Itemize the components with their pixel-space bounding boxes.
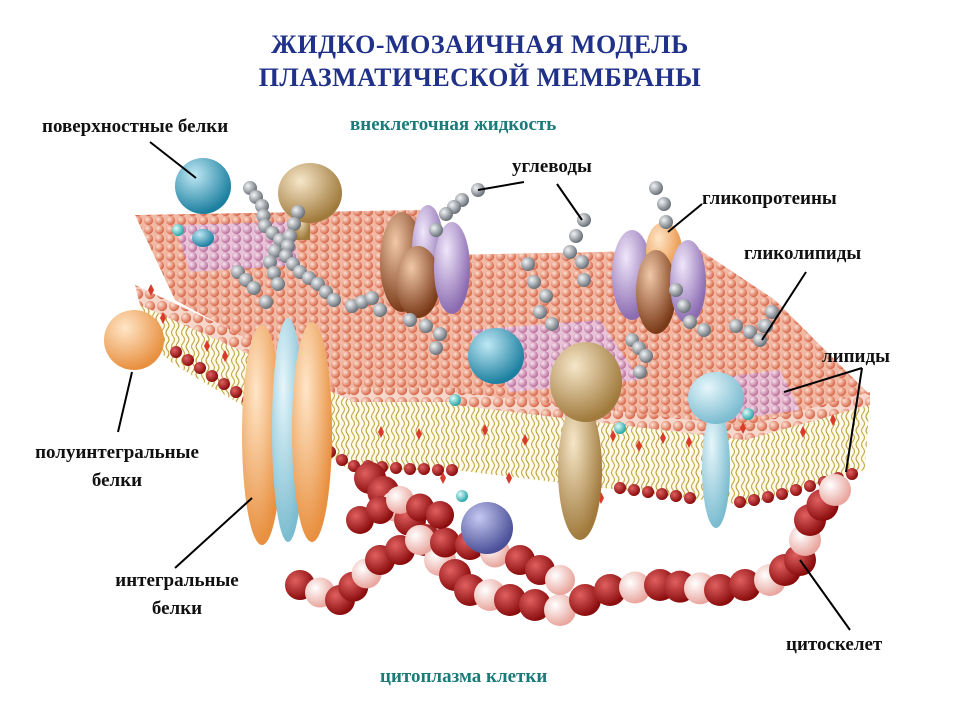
- cytoskeleton-bead: [544, 594, 576, 626]
- carbohydrate-bead: [639, 349, 653, 363]
- carbohydrate-bead: [669, 283, 683, 297]
- label-cytoplasm: цитоплазма клетки: [380, 666, 548, 687]
- carbohydrate-bead: [683, 315, 697, 329]
- carbohydrate-bead: [697, 323, 711, 337]
- integral-protein: [242, 318, 332, 545]
- surface-protein-blue: [468, 328, 524, 384]
- carbohydrate-bead: [439, 207, 453, 221]
- carbohydrate-bead: [403, 313, 417, 327]
- label-integral-proteins: интегральные белки: [92, 570, 262, 620]
- carbohydrate-chains: [231, 181, 779, 379]
- label-surface-proteins: поверхностные белки: [42, 116, 229, 137]
- cytoskeleton-bead: [569, 584, 601, 616]
- leader-lines: [117, 141, 863, 631]
- title-line-2: ПЛАЗМАТИЧЕСКОЙ МЕМБРАНЫ: [258, 63, 702, 92]
- carbohydrate-bead: [729, 319, 743, 333]
- carbohydrate-bead: [577, 273, 591, 287]
- semi-integral-protein-tan: [550, 342, 622, 540]
- carbohydrate-bead: [429, 341, 443, 355]
- peripheral-protein-inner: [461, 502, 513, 554]
- cytoskeleton-bead: [494, 584, 526, 616]
- carbohydrate-bead: [533, 305, 547, 319]
- cytoskeleton-bead: [426, 501, 454, 529]
- label-glycoproteins: гликопротеины: [702, 188, 837, 209]
- lipid-heads-front-edge: [350, 388, 870, 440]
- carbohydrate-bead: [575, 255, 589, 269]
- carbohydrate-bead: [677, 299, 691, 313]
- carbohydrate-bead: [743, 325, 757, 339]
- carbohydrate-bead: [545, 317, 559, 331]
- semi-integral-protein-left: [104, 310, 164, 370]
- carbohydrate-bead: [287, 217, 301, 231]
- carbohydrate-bead: [657, 197, 671, 211]
- cytoskeleton-bead: [430, 527, 460, 558]
- carbohydrate-bead: [563, 245, 577, 259]
- label-cytoskeleton: цитоскелет: [786, 634, 883, 655]
- label-semi-integral-line-1: полуинтегральные: [35, 442, 199, 463]
- carbohydrate-bead: [527, 275, 541, 289]
- carbohydrate-bead: [271, 277, 285, 291]
- carbohydrate-bead: [247, 281, 261, 295]
- carbohydrate-bead: [429, 223, 443, 237]
- carbohydrate-bead: [765, 305, 779, 319]
- carbohydrate-bead: [569, 229, 583, 243]
- cytoskeleton-bead: [704, 574, 736, 606]
- label-extracellular-fluid: внеклеточная жидкость: [350, 114, 557, 135]
- label-semi-integral-proteins: полуинтегральные белки: [10, 442, 224, 492]
- label-lipids: липиды: [822, 346, 890, 367]
- carbohydrate-bead: [365, 291, 379, 305]
- title-line-1: ЖИДКО-МОЗАИЧНАЯ МОДЕЛЬ: [271, 30, 689, 59]
- cytoskeleton-bead: [594, 574, 626, 606]
- carbohydrate-bead: [327, 293, 341, 307]
- label-glycolipids: гликолипиды: [744, 243, 862, 264]
- carbohydrate-bead: [633, 365, 647, 379]
- label-carbohydrates: углеводы: [512, 156, 592, 177]
- lipid-tails-front-face: [350, 395, 870, 505]
- teal-lipid-heads: [172, 224, 754, 502]
- label-integral-line-1: интегральные: [115, 570, 239, 591]
- carbohydrate-bead: [433, 327, 447, 341]
- carbohydrate-bead: [267, 266, 281, 280]
- glycoprotein-cluster-middle: [380, 205, 470, 318]
- carbohydrate-bead: [521, 257, 535, 271]
- cytoskeleton-bead: [819, 474, 851, 506]
- semi-integral-protein-blue: [688, 372, 744, 528]
- carbohydrate-bead: [268, 244, 282, 258]
- carbohydrate-bead: [659, 215, 673, 229]
- label-integral-line-2: белки: [151, 598, 203, 619]
- cytoskeleton-bead: [545, 565, 575, 595]
- carbohydrate-bead: [419, 319, 433, 333]
- cytoskeleton-bead: [519, 589, 551, 621]
- carbohydrate-bead: [291, 205, 305, 219]
- cytoskeleton-bead: [619, 571, 651, 604]
- carbohydrate-bead: [373, 303, 387, 317]
- cytoskeleton-bead: [729, 569, 761, 601]
- cytoskeleton: [285, 462, 851, 626]
- carbohydrate-bead: [539, 289, 553, 303]
- carbohydrate-bead: [259, 295, 273, 309]
- cytoskeleton-bead: [405, 525, 435, 555]
- carbohydrate-bead: [649, 181, 663, 195]
- label-semi-integral-line-2: белки: [91, 470, 143, 491]
- carbohydrate-bead: [263, 255, 277, 269]
